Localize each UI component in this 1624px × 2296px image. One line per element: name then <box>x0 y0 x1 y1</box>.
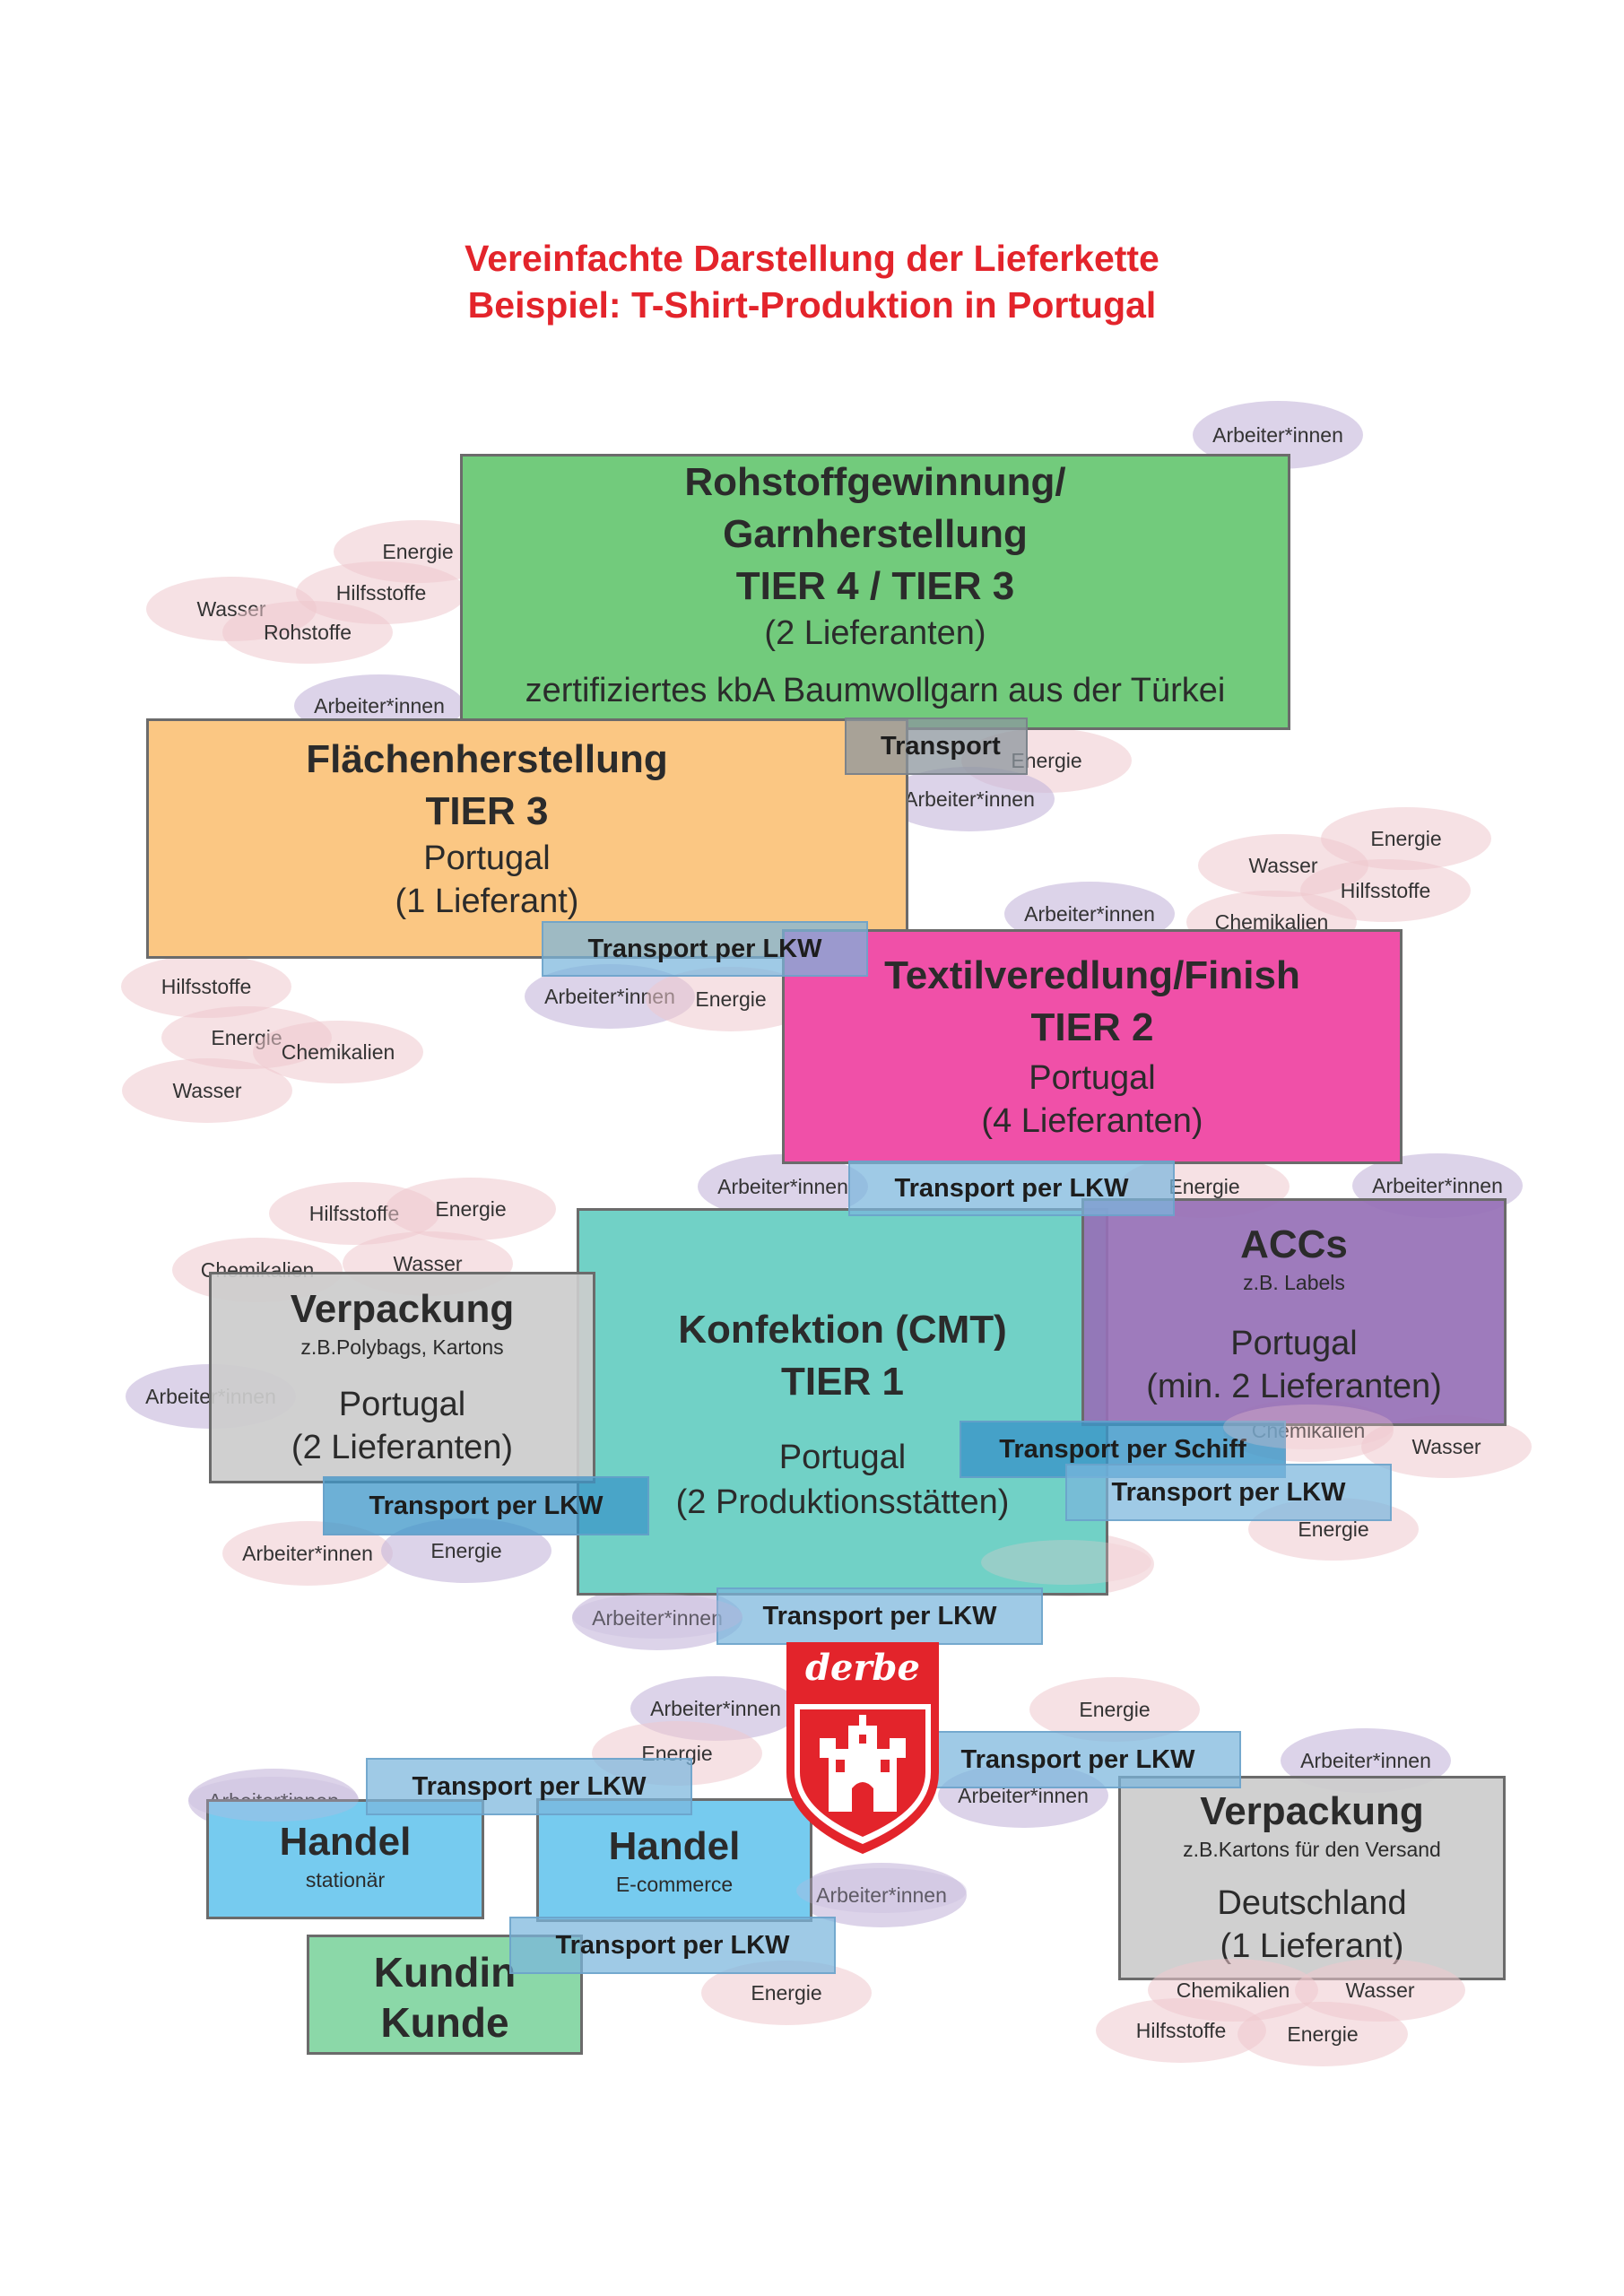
resource-workers-overlay <box>188 1777 359 1822</box>
resource-workers-overlay <box>796 1868 967 1913</box>
node-country: Portugal <box>423 839 551 877</box>
node-title: Rohstoffgewinnung/ <box>684 460 1066 504</box>
transport-handel-ecommerce-lkw: Transport per LKW <box>509 1917 836 1974</box>
node-tier: TIER 1 <box>781 1360 904 1404</box>
node-suppliers: (1 Lieferant) <box>395 883 579 920</box>
node-handel-stationaer: Handel stationär <box>206 1799 484 1919</box>
diagram-title-line2: Beispiel: T-Shirt-Produktion in Portugal <box>467 284 1157 326</box>
node-handel-ecommerce: Handel E-commerce <box>536 1798 812 1922</box>
node-country: Deutschland <box>1217 1884 1407 1922</box>
transport-verpackung-lkw: Transport per LKW <box>323 1476 649 1535</box>
node-tier: TIER 4 / TIER 3 <box>735 564 1015 608</box>
node-title: Garnherstellung <box>723 512 1028 556</box>
resource-energy: Energie <box>1238 2002 1408 2066</box>
node-suppliers: (2 Lieferanten) <box>764 614 986 652</box>
resource-energy-overlay <box>981 1540 1151 1585</box>
transport-accs-lkw: Transport per LKW <box>1065 1464 1392 1521</box>
resource-workers-overlay <box>572 1594 743 1639</box>
node-subtitle: z.B.Kartons für den Versand <box>1183 1838 1441 1861</box>
node-customer-line2: Kunde <box>380 1999 509 2046</box>
diagram-title-line1: Vereinfachte Darstellung der Lieferkette <box>465 238 1159 279</box>
node-title: Handel <box>279 1820 412 1864</box>
transport-konfektion-lkw: Transport per LKW <box>716 1587 1043 1645</box>
node-country: Portugal <box>778 1439 907 1476</box>
resource-energy: Arbeiter*innen <box>222 1521 393 1586</box>
resource-raw-materials: Rohstoffe <box>222 601 393 664</box>
derbe-logo: derbe <box>782 1638 943 1857</box>
node-flaechenherstellung: Flächenherstellung TIER 3 Portugal (1 Li… <box>146 718 908 959</box>
node-title: Handel <box>608 1824 741 1868</box>
node-accs: ACCs z.B. Labels Portugal (min. 2 Liefer… <box>1081 1198 1507 1426</box>
resource-energy: Energie <box>386 1178 556 1240</box>
resource-chemicals-overlay <box>1223 1405 1394 1449</box>
node-title: Verpackung <box>290 1287 515 1331</box>
transport-verpackung-de-lkw: Transport per LKW <box>915 1731 1241 1788</box>
node-subtitle: z.B. Labels <box>1243 1271 1345 1294</box>
node-tier: TIER 2 <box>1030 1005 1154 1049</box>
node-country: Portugal <box>1029 1059 1156 1097</box>
node-suppliers: (min. 2 Lieferanten) <box>1146 1368 1442 1405</box>
node-country: Portugal <box>1230 1325 1358 1362</box>
resource-workers: Arbeiter*innen <box>884 767 1055 831</box>
node-note: zertifiziertes kbA Baumwollgarn aus der … <box>525 672 1226 709</box>
resource-water: Wasser <box>122 1058 292 1123</box>
node-verpackung-portugal: Verpackung z.B.Polybags, Kartons Portuga… <box>209 1272 595 1483</box>
node-title: ACCs <box>1240 1222 1348 1266</box>
node-title: Konfektion (CMT) <box>678 1308 1007 1352</box>
resource-workers: Arbeiter*innen <box>572 1586 743 1650</box>
transport-rohstoff: Transport <box>845 718 1028 775</box>
transport-handel-stationaer-lkw: Transport per LKW <box>366 1758 692 1815</box>
transport-flaechen-lkw: Transport per LKW <box>542 921 868 977</box>
node-tier: TIER 3 <box>425 789 549 833</box>
node-title: Textilveredlung/Finish <box>884 953 1300 997</box>
node-country: Portugal <box>338 1386 466 1423</box>
node-customer-line1: Kundin <box>373 1949 517 1996</box>
logo-wordmark: derbe <box>805 1647 920 1689</box>
node-textilveredlung: Textilveredlung/Finish TIER 2 Portugal (… <box>782 929 1403 1164</box>
node-title: Verpackung <box>1200 1789 1424 1833</box>
node-rohstoffgewinnung: Rohstoffgewinnung/ Garnherstellung TIER … <box>460 454 1290 730</box>
node-subtitle: E-commerce <box>615 1873 734 1896</box>
resource-auxiliaries: Hilfsstoffe <box>1300 859 1471 922</box>
resource-chemicals: Chemikalien <box>253 1021 423 1083</box>
hamburg-castle-shield-icon <box>786 1642 939 1855</box>
node-title: Flächenherstellung <box>306 737 668 781</box>
node-suppliers: (2 Produktionsstätten) <box>675 1483 1010 1521</box>
node-subtitle: z.B.Polybags, Kartons <box>300 1335 504 1359</box>
node-verpackung-deutschland: Verpackung z.B.Kartons für den Versand D… <box>1118 1776 1506 1980</box>
node-konfektion: Konfektion (CMT) TIER 1 Portugal (2 Prod… <box>577 1208 1108 1596</box>
transport-textil-lkw: Transport per LKW <box>848 1161 1175 1216</box>
node-subtitle: stationär <box>305 1868 386 1892</box>
node-suppliers: (2 Lieferanten) <box>291 1429 514 1466</box>
node-suppliers: (4 Lieferanten) <box>981 1102 1203 1140</box>
node-suppliers: (1 Lieferant) <box>1220 1927 1404 1965</box>
